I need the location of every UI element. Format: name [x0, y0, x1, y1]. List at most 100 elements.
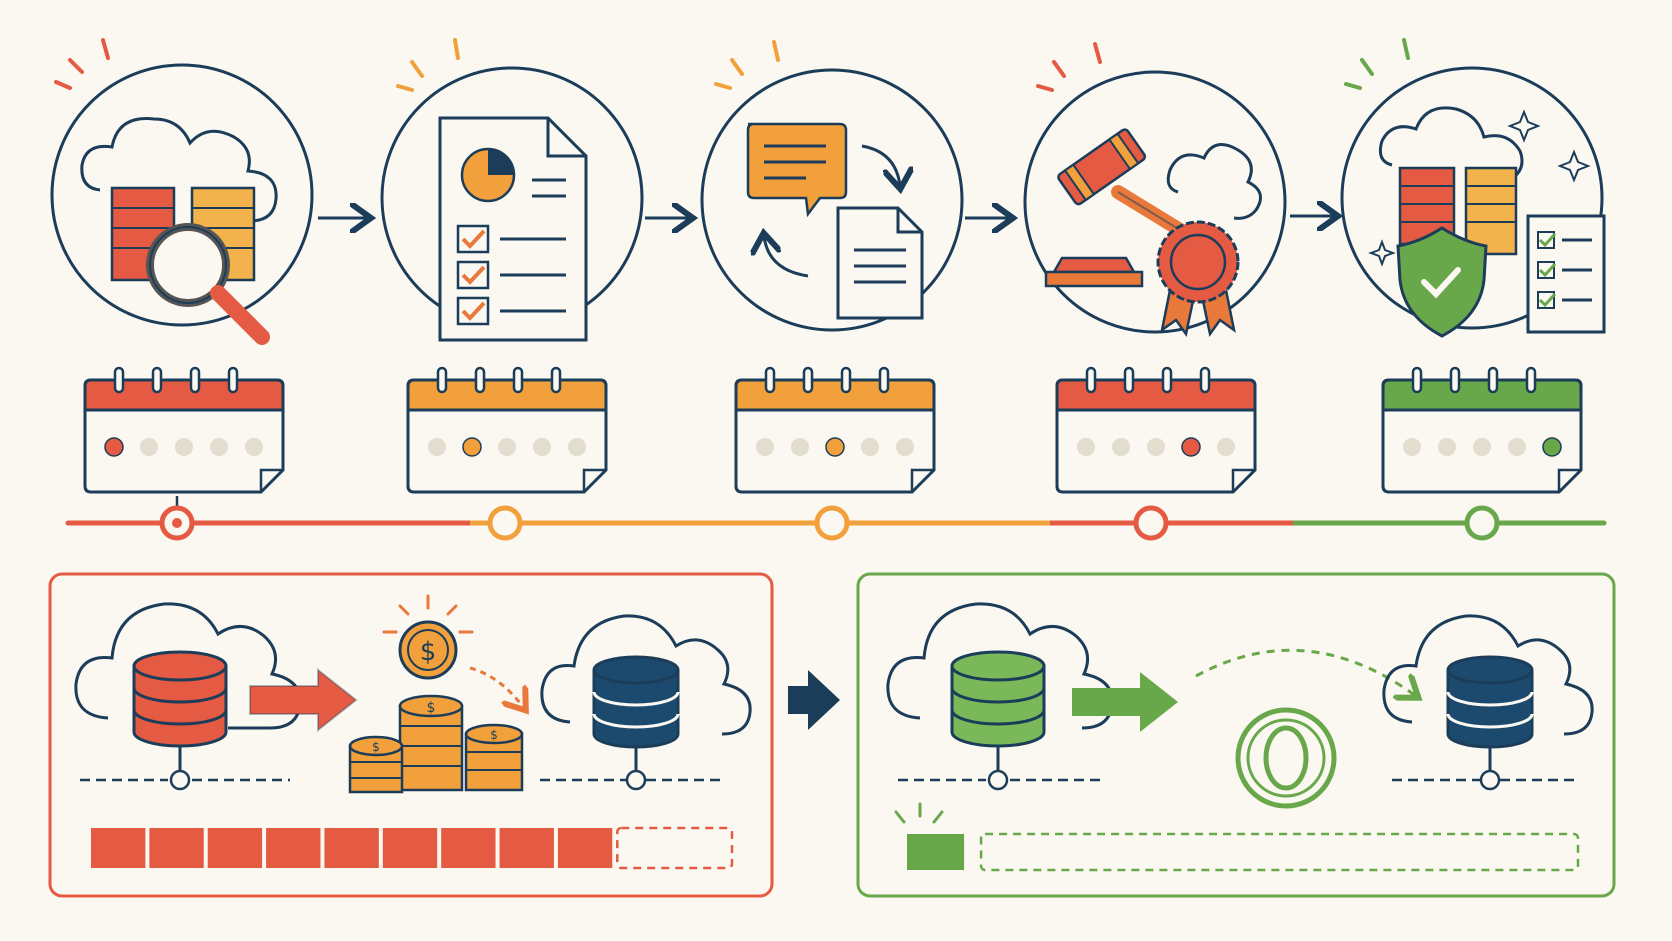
calendar-dot — [1403, 438, 1421, 456]
calendar-dot-active — [1181, 437, 1201, 457]
progress-segment-filled — [149, 828, 204, 868]
calendar-dot-active — [462, 437, 482, 457]
calendar-stage-1 — [83, 366, 285, 494]
calendar-ring — [151, 366, 163, 394]
cloud-shield-checklist-icon — [1368, 106, 1606, 338]
calendar-dot-active — [1542, 437, 1562, 457]
progress-segment-filled — [382, 828, 438, 868]
calendar-dot — [861, 438, 879, 456]
calendar-ring — [764, 366, 776, 394]
spark-marks — [1344, 38, 1410, 90]
svg-text:$: $ — [427, 700, 436, 716]
calendar-stage-5 — [1381, 366, 1583, 494]
calendar-ring — [1449, 366, 1461, 394]
progress-segment-filled — [91, 828, 146, 868]
calendar-dot — [1508, 438, 1526, 456]
spark-marks — [1036, 42, 1102, 92]
calendar-dot — [1438, 438, 1456, 456]
calendar-ring — [1411, 366, 1423, 394]
calendar-ring — [840, 366, 852, 394]
calendar-dot — [245, 438, 263, 456]
calendar-dot — [568, 438, 586, 456]
calendar-ring — [878, 366, 890, 394]
calendar-ring — [436, 366, 448, 394]
cloud-database-navy-icon — [540, 614, 752, 770]
calendar-dot — [533, 438, 551, 456]
before-migration-panel: $ $ $ $ — [48, 572, 774, 898]
calendar-ring — [474, 366, 486, 394]
stage-circle — [1023, 70, 1287, 334]
calendar-ring — [1161, 366, 1173, 394]
calendar-dot — [756, 438, 774, 456]
calendar-ring — [1123, 366, 1135, 394]
sparkle-icon — [1507, 109, 1541, 143]
sparkle-icon — [1368, 239, 1396, 267]
calendar-dot — [498, 438, 516, 456]
calendar-ring — [1085, 366, 1097, 394]
coin-stacks-icon: $ $ $ $ — [348, 594, 524, 794]
calendar-dot-active — [104, 437, 124, 457]
spark-marks — [714, 40, 780, 90]
sparkle-icon — [1557, 149, 1591, 183]
progress-segment-filled — [907, 834, 965, 870]
before-progress-bar — [91, 826, 734, 870]
cloud-database-navy-icon — [1382, 614, 1594, 770]
calendar-dot-active — [825, 437, 845, 457]
calendar-ring — [1525, 366, 1537, 394]
calendar-dot — [791, 438, 809, 456]
stage-3-negotiation — [700, 40, 964, 332]
timeline — [65, 496, 1607, 541]
cloud-servers-magnifier-icon — [80, 117, 278, 345]
calendar-stage-4 — [1055, 366, 1257, 494]
progress-remaining — [979, 832, 1580, 872]
spark-marks — [54, 38, 110, 90]
calendar-dot — [140, 438, 158, 456]
calendar-ring — [512, 366, 524, 394]
zero-coin-icon — [1235, 707, 1337, 809]
calendar-dot — [1077, 438, 1095, 456]
calendar-dot — [1112, 438, 1130, 456]
calendar-ring — [227, 366, 239, 394]
timeline-node-2 — [487, 505, 523, 541]
calendar-dot — [896, 438, 914, 456]
svg-text:$: $ — [490, 728, 498, 742]
progress-segment-filled — [266, 828, 321, 868]
calendar-dot — [1217, 438, 1235, 456]
timeline-node-3 — [814, 505, 850, 541]
spark-marks — [396, 38, 460, 92]
calendar-dot — [210, 438, 228, 456]
progress-segment-filled — [207, 828, 263, 868]
calendar-ring — [1199, 366, 1211, 394]
network-line — [80, 769, 290, 791]
cloud-database-red-icon — [74, 602, 302, 770]
calendar-stage-3 — [734, 366, 936, 494]
chat-document-exchange-icon — [746, 122, 924, 320]
timeline-node-4 — [1133, 505, 1169, 541]
after-migration-panel — [856, 572, 1616, 898]
report-checklist-icon — [438, 116, 588, 342]
arrow-right-icon — [1072, 672, 1178, 732]
calendar-ring — [189, 366, 201, 394]
after-progress-bar — [907, 832, 1580, 872]
calendar-ring — [113, 366, 125, 394]
shine-marks — [382, 594, 474, 634]
stage-1-discovery — [50, 38, 314, 345]
timeline-node-5 — [1464, 505, 1500, 541]
network-line — [898, 769, 1104, 791]
calendar-ring — [802, 366, 814, 394]
progress-remaining — [616, 826, 734, 870]
svg-text:$: $ — [372, 740, 380, 754]
progress-segment-filled — [557, 828, 613, 868]
panel-transition-arrow — [788, 670, 840, 730]
calendar-dot — [1473, 438, 1491, 456]
calendar-ring — [1487, 366, 1499, 394]
calendar-stage-2 — [406, 366, 608, 494]
calendar-ring — [550, 366, 562, 394]
stage-4-contract — [1023, 42, 1287, 338]
stage-5-secured — [1340, 38, 1606, 338]
spark-marks — [894, 802, 944, 824]
svg-text:$: $ — [420, 637, 437, 667]
timeline-node-1 — [159, 505, 195, 541]
progress-segment-filled — [441, 828, 496, 868]
